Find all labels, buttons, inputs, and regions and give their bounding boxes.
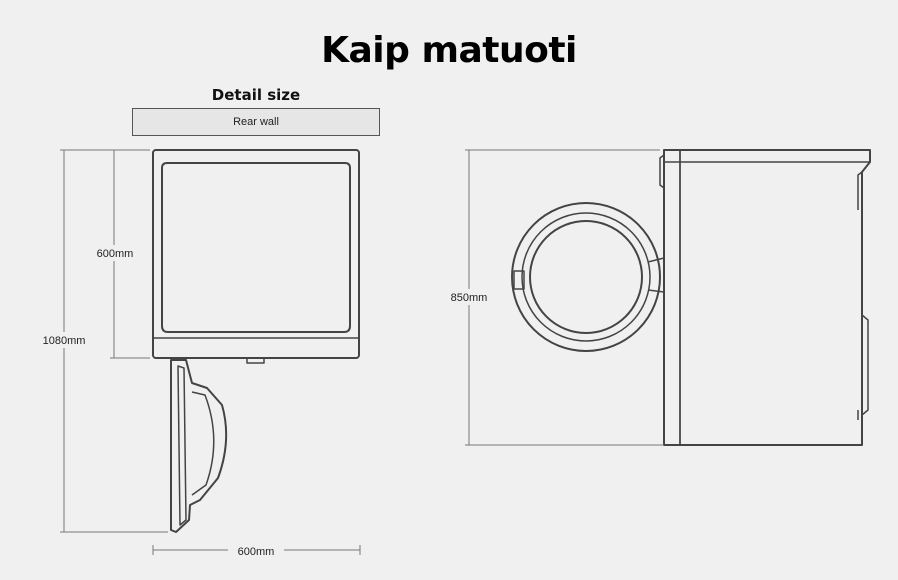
machine-body-top [152, 149, 360, 359]
door-hinge [647, 257, 665, 293]
machine-front-panel [663, 149, 681, 446]
door-ring-mid [521, 212, 651, 342]
machine-cabinet-side [663, 149, 871, 446]
machine-top-panel [161, 162, 351, 333]
rear-detail-bottom [861, 314, 869, 416]
detail-size-label: Detail size [211, 86, 301, 104]
rear-wall-label: Rear wall [233, 116, 279, 128]
rear-wall-bar: Rear wall [132, 108, 380, 136]
dim-bottom-width: 600mm [238, 546, 275, 558]
door-ring-outer [511, 202, 661, 352]
dim-top-depth: 600mm [97, 248, 134, 260]
open-door-inner [177, 365, 187, 526]
label-bg [38, 332, 90, 348]
dim-total-depth: 1080mm [43, 335, 86, 347]
page-title: Kaip matuoti [321, 30, 577, 71]
dim-front-height: 850mm [451, 292, 488, 304]
door-glass [529, 220, 643, 334]
side-view [511, 149, 871, 446]
top-view [152, 149, 360, 533]
top-view-dimensions [60, 149, 361, 555]
machine-foot [246, 358, 265, 364]
open-door-profile [170, 359, 228, 533]
label-bg [90, 245, 138, 261]
door-glass-profile [191, 391, 215, 496]
label-bg [443, 289, 495, 305]
rear-detail-top [857, 171, 863, 210]
control-bump [659, 154, 665, 189]
door-latch [513, 270, 525, 290]
